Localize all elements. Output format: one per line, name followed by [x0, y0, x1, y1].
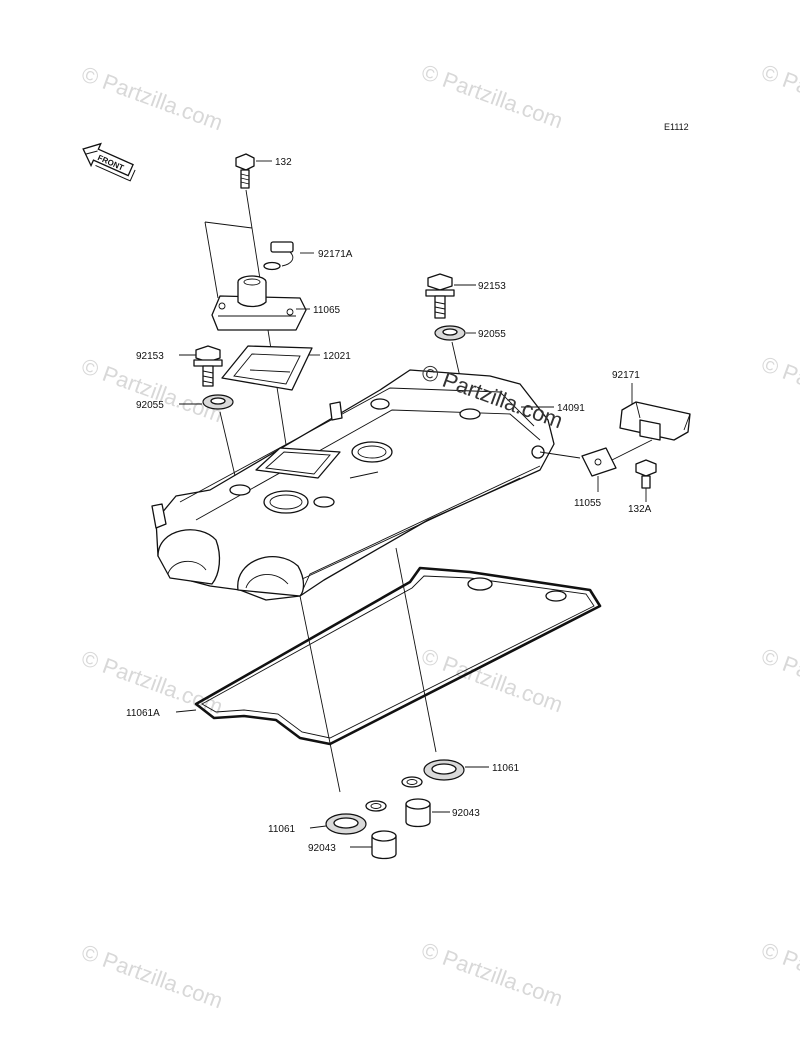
part-labels: 132 92171A 11065 92153 92055 92153 12021… [126, 157, 652, 854]
part-label-14091[interactable]: 14091 [557, 403, 585, 414]
part-label-12021[interactable]: 12021 [323, 351, 351, 362]
part-label-92153-right[interactable]: 92153 [478, 281, 506, 292]
part-label-92055-right[interactable]: 92055 [478, 329, 506, 340]
part-label-132A[interactable]: 132A [628, 504, 652, 515]
part-label-11061-right[interactable]: 11061 [492, 763, 520, 774]
watermark: © Partzilla.com [758, 937, 800, 1011]
watermark: © Partzilla.com [78, 61, 226, 135]
part-label-11065[interactable]: 11065 [313, 305, 341, 316]
bolt-132A[interactable] [635, 459, 657, 489]
part-label-92153-left[interactable]: 92153 [136, 351, 164, 362]
part-label-92055-left[interactable]: 92055 [136, 400, 164, 411]
part-label-92171[interactable]: 92171 [612, 370, 640, 381]
bracket-11055[interactable] [581, 447, 617, 477]
part-label-11061A[interactable]: 11061A [126, 708, 160, 719]
diagram-code: E1112 [664, 122, 689, 132]
bolt-92153-right[interactable] [425, 273, 455, 319]
watermark: © Partzilla.com [758, 643, 800, 717]
watermark: © Partzilla.com [78, 939, 226, 1013]
watermark: © Partzilla.com [418, 643, 566, 717]
washer-92055-right[interactable] [434, 325, 466, 341]
part-label-92043-left[interactable]: 92043 [308, 843, 336, 854]
part-label-92171A[interactable]: 92171A [318, 249, 353, 260]
plug-seal-11061-left[interactable] [325, 800, 387, 835]
washer-92055-left[interactable] [202, 394, 234, 410]
part-label-132[interactable]: 132 [275, 157, 292, 168]
watermark: © Partzilla.com [418, 59, 566, 133]
cylinder-head-cover-14091[interactable] [151, 369, 555, 601]
dowel-92043-left[interactable] [371, 830, 397, 860]
part-label-11061-left[interactable]: 11061 [268, 824, 296, 835]
clip-92171A[interactable] [263, 241, 294, 271]
gasket-plate-12021[interactable] [221, 345, 313, 391]
watermark: © Partzilla.com [758, 59, 800, 133]
dowel-92043-right[interactable] [405, 798, 431, 828]
part-label-92043-right[interactable]: 92043 [452, 808, 480, 819]
gasket-11061A[interactable] [194, 566, 602, 746]
watermark: © Partzilla.com [758, 351, 800, 425]
part-label-11055[interactable]: 11055 [574, 498, 602, 509]
clamp-92171[interactable] [619, 401, 691, 441]
front-arrow-icon: FRONT [82, 142, 136, 182]
breather-cover-11065[interactable] [211, 275, 307, 331]
watermark: © Partzilla.com [418, 937, 566, 1011]
bolt-132[interactable] [235, 153, 255, 189]
bolt-92153-left[interactable] [193, 345, 223, 387]
plug-seal-11061-right[interactable] [401, 759, 465, 788]
